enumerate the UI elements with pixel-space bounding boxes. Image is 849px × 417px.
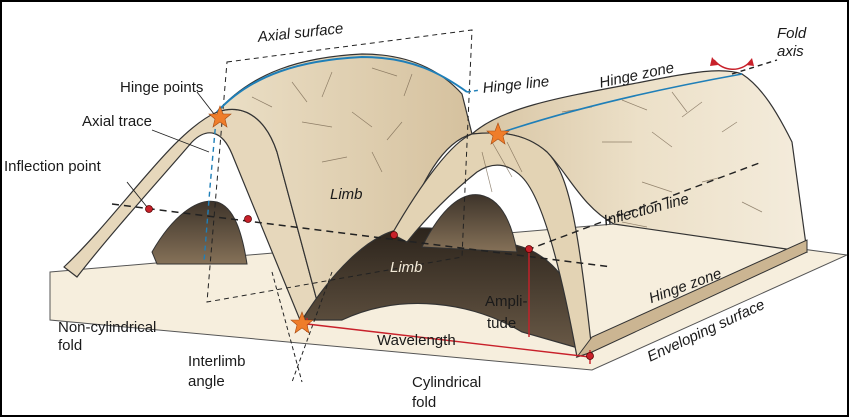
label-limb-upper: Limb [330, 186, 363, 203]
label-limb-lower: Limb [390, 259, 423, 276]
axial-surface-plane [206, 29, 473, 303]
label-interlimb-2: angle [188, 373, 225, 390]
left-fold-core [151, 200, 248, 265]
axial-trace-line [203, 119, 217, 263]
label-inflection-point: Inflection point [4, 158, 101, 175]
inflection-line-right [526, 161, 763, 251]
label-amplitude-1: Ampli- [485, 293, 528, 310]
fold-axis-rotation-arrow [713, 59, 751, 70]
label-cylindrical-1: Cylindrical [412, 374, 482, 391]
label-interlimb-1: Interlimb [188, 353, 246, 370]
hinge-point-star [486, 122, 510, 145]
inflection-point-dot [145, 205, 153, 213]
hinge-point-star [290, 311, 314, 334]
label-axial-trace: Axial trace [82, 113, 153, 130]
label-amplitude-2: tude [487, 315, 517, 332]
left-anticline-surface [215, 53, 473, 314]
leader-lines [126, 91, 215, 208]
right-hinge-line [496, 73, 743, 135]
label-fold-axis-2: axis [777, 43, 804, 60]
label-wavelength: Wavelength [377, 332, 456, 349]
label-hinge-points: Hinge points [120, 79, 204, 96]
inflection-point-dot [244, 215, 252, 223]
label-non-cylindrical-2: fold [58, 337, 83, 354]
right-fold-core [421, 194, 518, 253]
hinge-point-star [208, 105, 232, 128]
label-fold-axis-1: Fold [777, 25, 807, 42]
wavelength-line [306, 323, 591, 358]
interlimb-angle-lines [271, 271, 333, 383]
inflection-point-dot [390, 231, 398, 239]
fold-axis-arrowhead-left [710, 57, 718, 66]
label-non-cylindrical-1: Non-cylindrical [58, 319, 157, 336]
inflection-point-markers [145, 205, 594, 360]
inflection-point-dot [586, 352, 594, 360]
hinge-point-stars [208, 105, 510, 334]
hinge-line [216, 55, 468, 113]
inflection-point-dot [525, 245, 533, 253]
rock-texture [251, 67, 763, 228]
label-cylindrical-2: fold [412, 394, 437, 411]
fold-axis-arrowhead-right [746, 58, 754, 66]
hinge-line-extension [466, 89, 481, 93]
fold-axis-line [731, 59, 778, 75]
